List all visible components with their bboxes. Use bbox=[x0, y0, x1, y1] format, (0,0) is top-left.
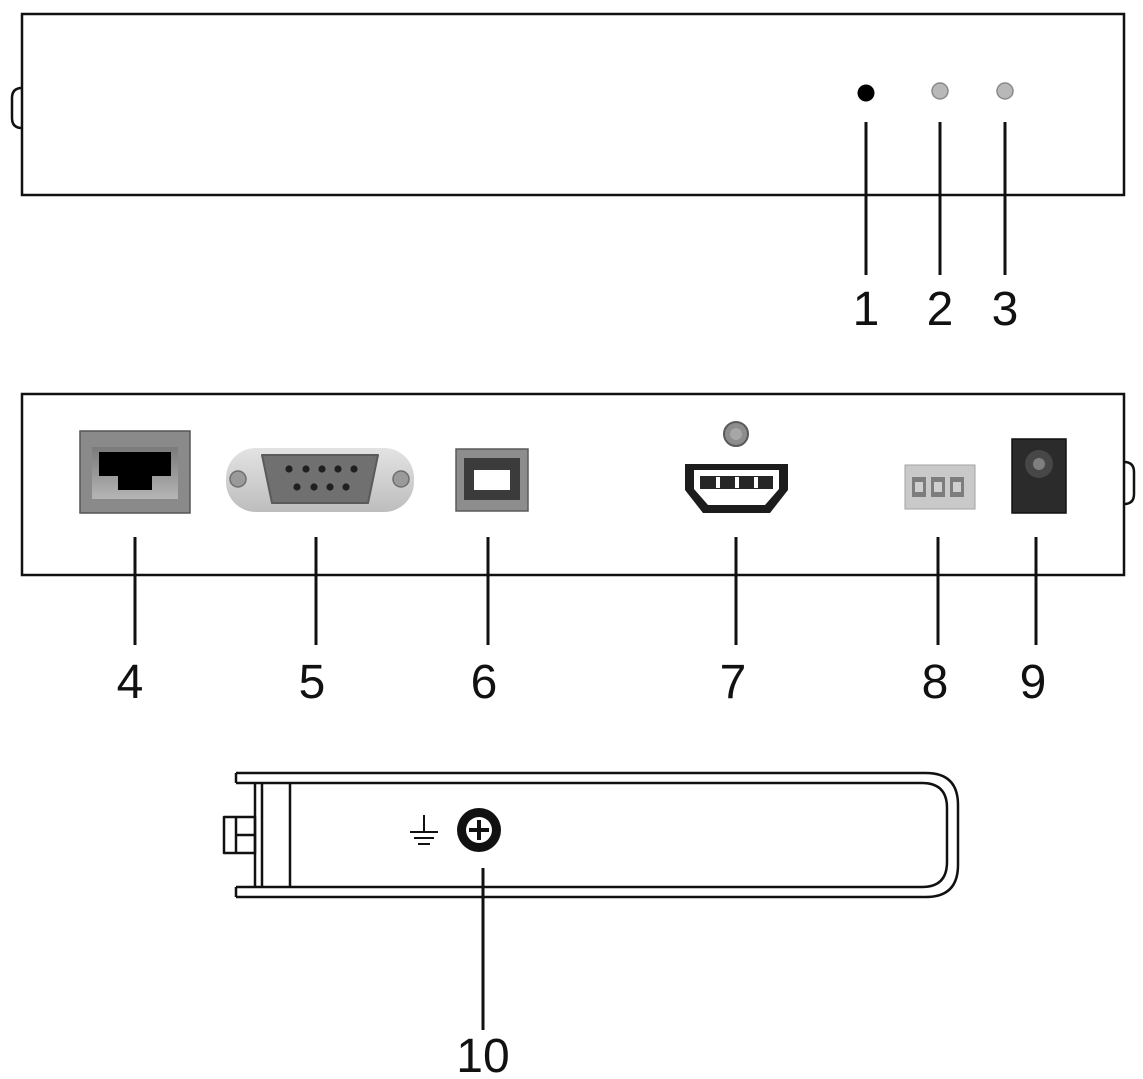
rj45-port-icon bbox=[79, 430, 191, 514]
callout-number-9: 9 bbox=[1020, 656, 1047, 709]
dc-power-jack-icon bbox=[1011, 438, 1067, 514]
rear-panel: 4 5 6 7 8 9 bbox=[20, 392, 1136, 709]
callout-number-1: 1 bbox=[853, 283, 880, 336]
led-2-icon bbox=[931, 82, 949, 100]
led-3-icon bbox=[996, 82, 1014, 100]
hdmi-port-icon bbox=[685, 421, 788, 513]
ground-screw-cross-icon bbox=[469, 820, 489, 840]
ground-symbol-icon bbox=[410, 815, 438, 845]
led-1-icon bbox=[857, 84, 875, 102]
serial-db9-port-icon bbox=[226, 448, 414, 512]
front-panel-side-tab bbox=[10, 86, 23, 130]
side-view-tray-inner bbox=[262, 781, 949, 889]
callout-number-5: 5 bbox=[299, 656, 326, 709]
rear-panel-side-tab bbox=[1123, 460, 1136, 506]
side-view: 10 bbox=[222, 771, 960, 1079]
usb-b-port-icon bbox=[455, 448, 529, 512]
front-panel-body bbox=[20, 12, 1126, 197]
callout-number-8: 8 bbox=[922, 656, 949, 709]
front-panel: 1 2 3 bbox=[10, 12, 1126, 336]
callout-number-6: 6 bbox=[471, 656, 498, 709]
callout-number-4: 4 bbox=[117, 656, 144, 709]
callout-number-2: 2 bbox=[927, 283, 954, 336]
callout-number-3: 3 bbox=[992, 283, 1019, 336]
callout-number-7: 7 bbox=[720, 656, 747, 709]
side-view-tray-outer bbox=[236, 771, 960, 899]
callout-number-10: 10 bbox=[456, 1030, 509, 1079]
terminal-block-icon bbox=[904, 464, 976, 510]
